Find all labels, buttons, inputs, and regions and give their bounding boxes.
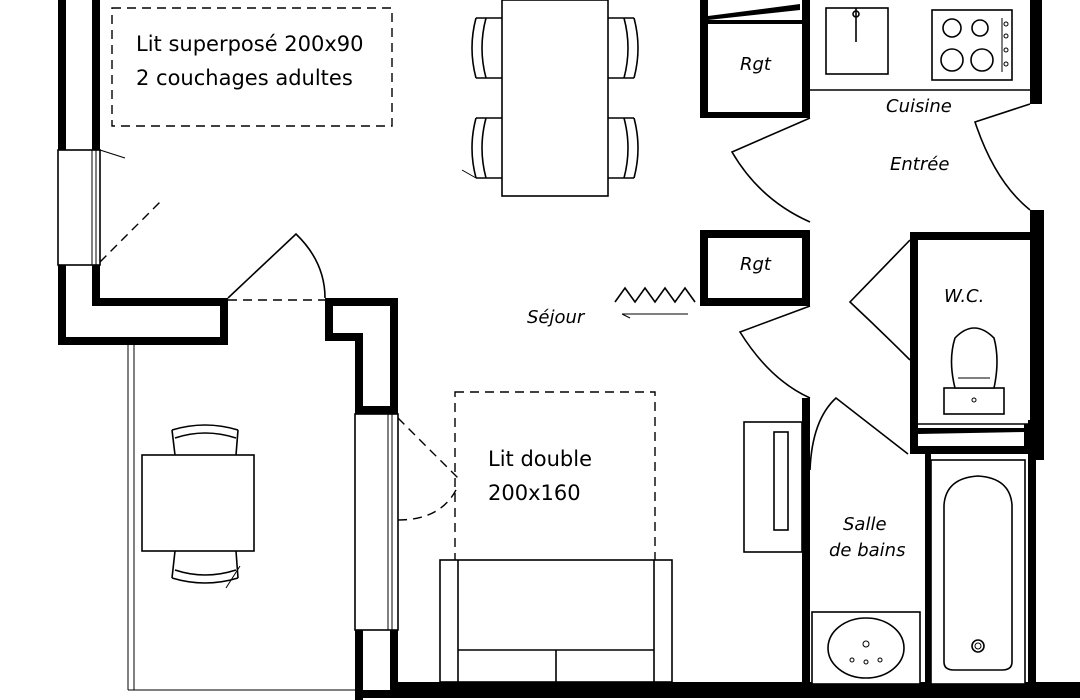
dining-table [461, 0, 639, 197]
radiator [614, 286, 696, 319]
wc-label: W.C. [944, 286, 984, 307]
double-bed: Lit double 200x160 [454, 391, 656, 563]
double-bed-size-label: 200x160 [488, 481, 581, 505]
living-room-label: Séjour [527, 307, 586, 328]
room-labels: Rgt Rgt Cuisine Entrée Séjour W.C. Salle… [527, 54, 984, 561]
bathroom-label-line2: de bains [829, 540, 905, 561]
bathroom-label-line1: Salle [843, 514, 887, 535]
double-bed-type-label: Lit double [488, 447, 592, 471]
toilet [943, 327, 1005, 415]
storage-middle-label: Rgt [740, 254, 772, 275]
cooktop [931, 9, 1013, 81]
terrace-table [141, 424, 255, 589]
kitchen-sink [825, 7, 889, 75]
bunk-bed: Lit superposé 200x90 2 couchages adultes [111, 7, 393, 127]
terrace [127, 345, 355, 691]
bathtub [930, 459, 1026, 685]
interior-walls [700, 0, 1042, 690]
doors [99, 103, 1031, 521]
entrance-label: Entrée [890, 154, 949, 175]
washbasin [811, 611, 921, 685]
kitchen-label: Cuisine [886, 96, 952, 117]
wall-cabinet [743, 421, 803, 553]
storage-top-label: Rgt [740, 54, 772, 75]
sofa [439, 559, 673, 683]
bunk-bed-size-label: Lit superposé 200x90 [136, 32, 364, 56]
bunk-bed-capacity-label: 2 couchages adultes [136, 66, 353, 90]
